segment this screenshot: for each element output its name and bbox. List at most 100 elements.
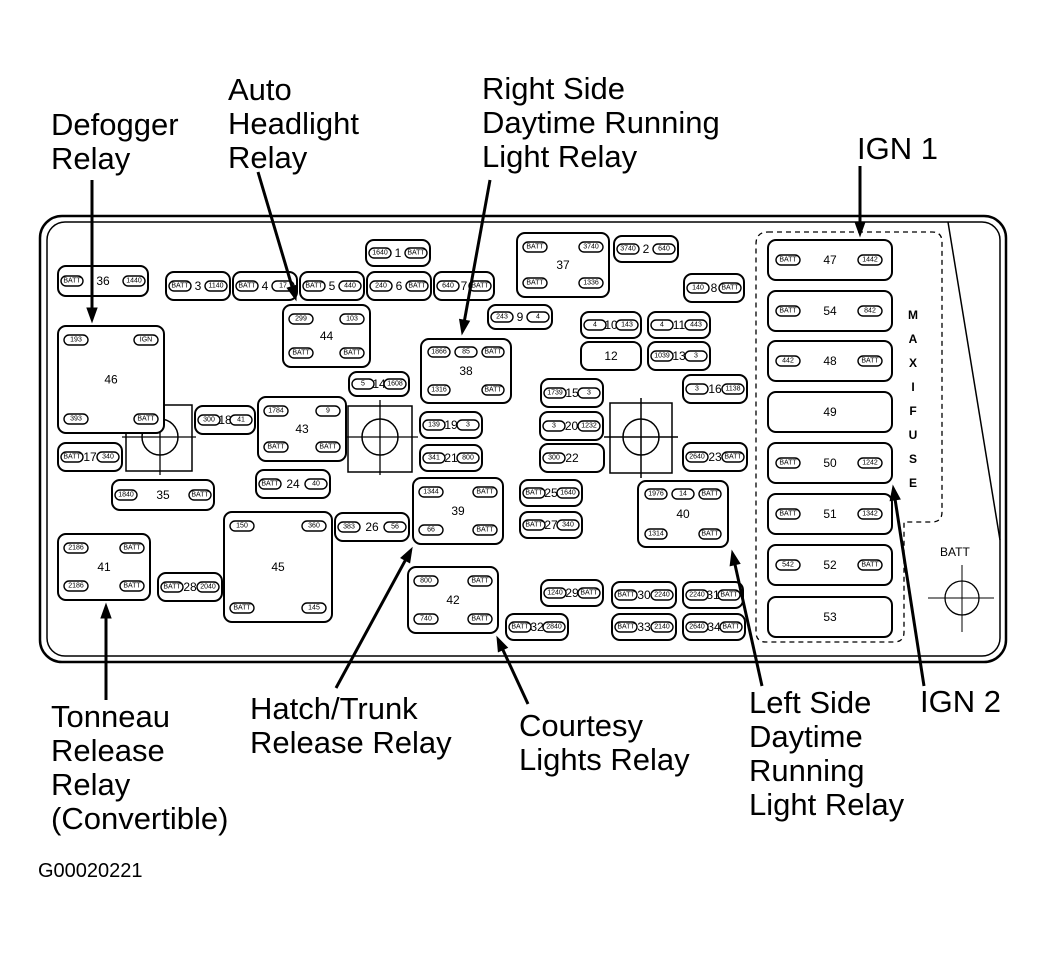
terminal-pin: 740 — [413, 613, 439, 625]
cell-number: 23 — [708, 450, 722, 464]
callout-auto-headlight-relay: Auto Headlight Relay — [228, 72, 359, 175]
terminal-label: 3 — [466, 422, 470, 429]
cell-outline — [647, 341, 711, 371]
terminal-pin: 1640 — [556, 487, 580, 499]
cell-number: 26 — [365, 520, 379, 534]
terminal-pin: BATT — [315, 441, 341, 453]
terminal-label: 1739 — [547, 390, 563, 397]
terminal-label: 1138 — [725, 386, 740, 393]
terminal-pin: BATT — [775, 254, 801, 266]
cell-number: 19 — [444, 418, 458, 432]
terminal-label: 66 — [427, 527, 435, 534]
terminal-pin: BATT — [508, 621, 532, 633]
terminal-pin: 440 — [338, 280, 362, 292]
terminal-label: 150 — [236, 523, 248, 530]
terminal-pin: 800 — [413, 575, 439, 587]
fuse-cell-49[interactable]: 49 — [767, 391, 893, 433]
maxi-fuse-letter: X — [909, 356, 917, 370]
terminal-label: 1442 — [862, 257, 878, 264]
fuse-cell-53[interactable]: 53 — [767, 596, 893, 638]
cell-number: 14 — [372, 377, 386, 391]
terminal-label: 193 — [70, 337, 82, 344]
terminal-pin: 442 — [775, 355, 801, 367]
terminal-pin: 3 — [685, 383, 709, 395]
terminal-pin: 299 — [288, 313, 314, 325]
cell-outline — [157, 572, 223, 602]
terminal-label: 40 — [312, 481, 320, 488]
terminal-label: 240 — [375, 283, 387, 290]
cell-outline — [194, 405, 256, 435]
cell-outline — [487, 304, 553, 330]
terminal-label: BATT — [137, 416, 155, 423]
cell-number: 20 — [565, 419, 579, 433]
terminal-pin: BATT — [60, 275, 84, 287]
terminal-label: BATT — [63, 454, 81, 461]
cell-outline — [57, 442, 123, 472]
terminal-label: BATT — [476, 527, 494, 534]
maxi-fuse-letter: F — [909, 404, 916, 418]
terminal-pin: 240 — [369, 280, 393, 292]
terminal-pin: 2240 — [650, 589, 674, 601]
cell-number: 37 — [556, 258, 570, 272]
terminal-label: BATT — [861, 358, 879, 365]
callout-defogger-relay: Defogger Relay — [51, 107, 179, 176]
terminal-pin: BATT — [168, 280, 192, 292]
cell-outline — [682, 613, 746, 641]
terminal-label: 300 — [203, 417, 215, 424]
fuse-cell-12[interactable]: 12 — [580, 341, 642, 371]
cell-outline — [767, 544, 893, 586]
